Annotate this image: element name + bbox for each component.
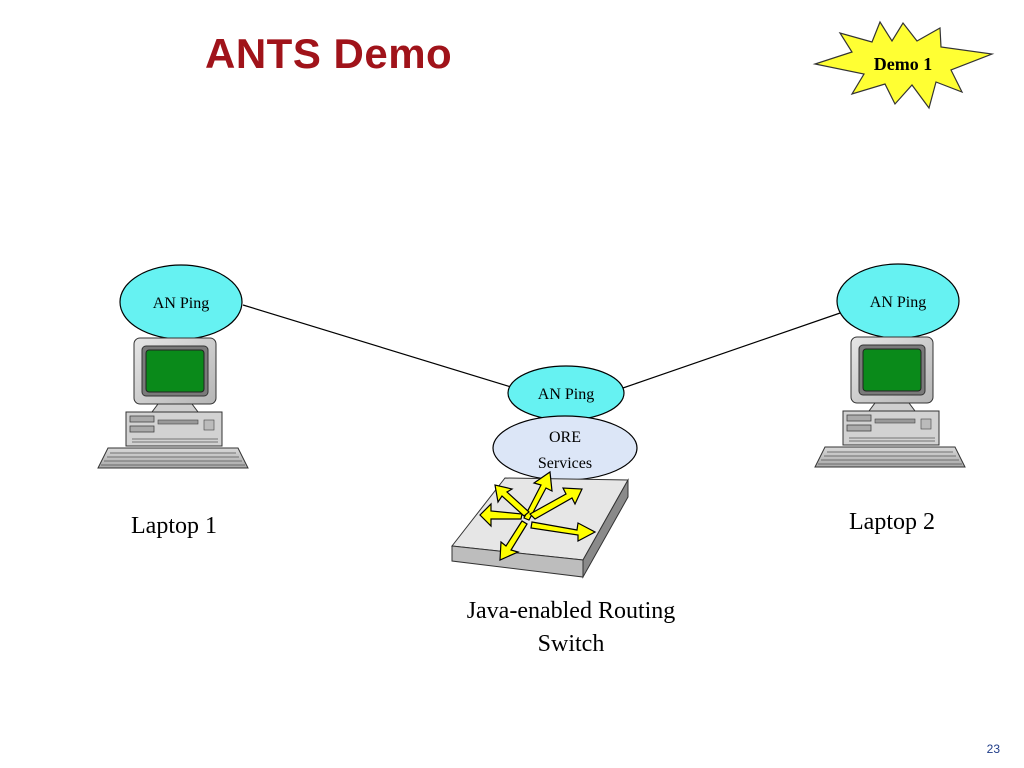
switch-label-line2: Switch [537, 631, 605, 657]
link-laptop1-switch [242, 304, 512, 388]
switch-an-ping: AN Ping [507, 365, 625, 421]
arrows-icon [479, 470, 597, 561]
laptop1-label: Laptop 1 [131, 513, 217, 539]
starburst-badge [812, 20, 995, 110]
page-number: 23 [986, 742, 1000, 756]
switch-label: Java-enabled Routing Switch [430, 595, 712, 661]
svg-text:AN Ping: AN Ping [153, 295, 209, 312]
svg-text:AN Ping: AN Ping [870, 294, 926, 311]
slide-title: ANTS Demo [205, 30, 453, 77]
switch-label-line1: Java-enabled Routing [466, 598, 676, 624]
svg-text:ORE: ORE [549, 429, 581, 446]
demo-badge: Demo 1 [812, 20, 995, 110]
computer-icon [814, 336, 966, 468]
laptop2-an-ping: AN Ping [836, 263, 960, 339]
laptop1-an-ping: AN Ping [119, 264, 243, 340]
laptop2-label: Laptop 2 [849, 509, 935, 535]
routing-switch-icon [451, 470, 629, 579]
link-laptop2-switch [619, 311, 844, 390]
computer-icon [97, 337, 249, 469]
demo-badge-label: Demo 1 [874, 54, 932, 74]
svg-text:AN Ping: AN Ping [538, 386, 594, 403]
svg-text:Services: Services [538, 455, 592, 472]
ore-services: ORE Services [492, 415, 638, 481]
